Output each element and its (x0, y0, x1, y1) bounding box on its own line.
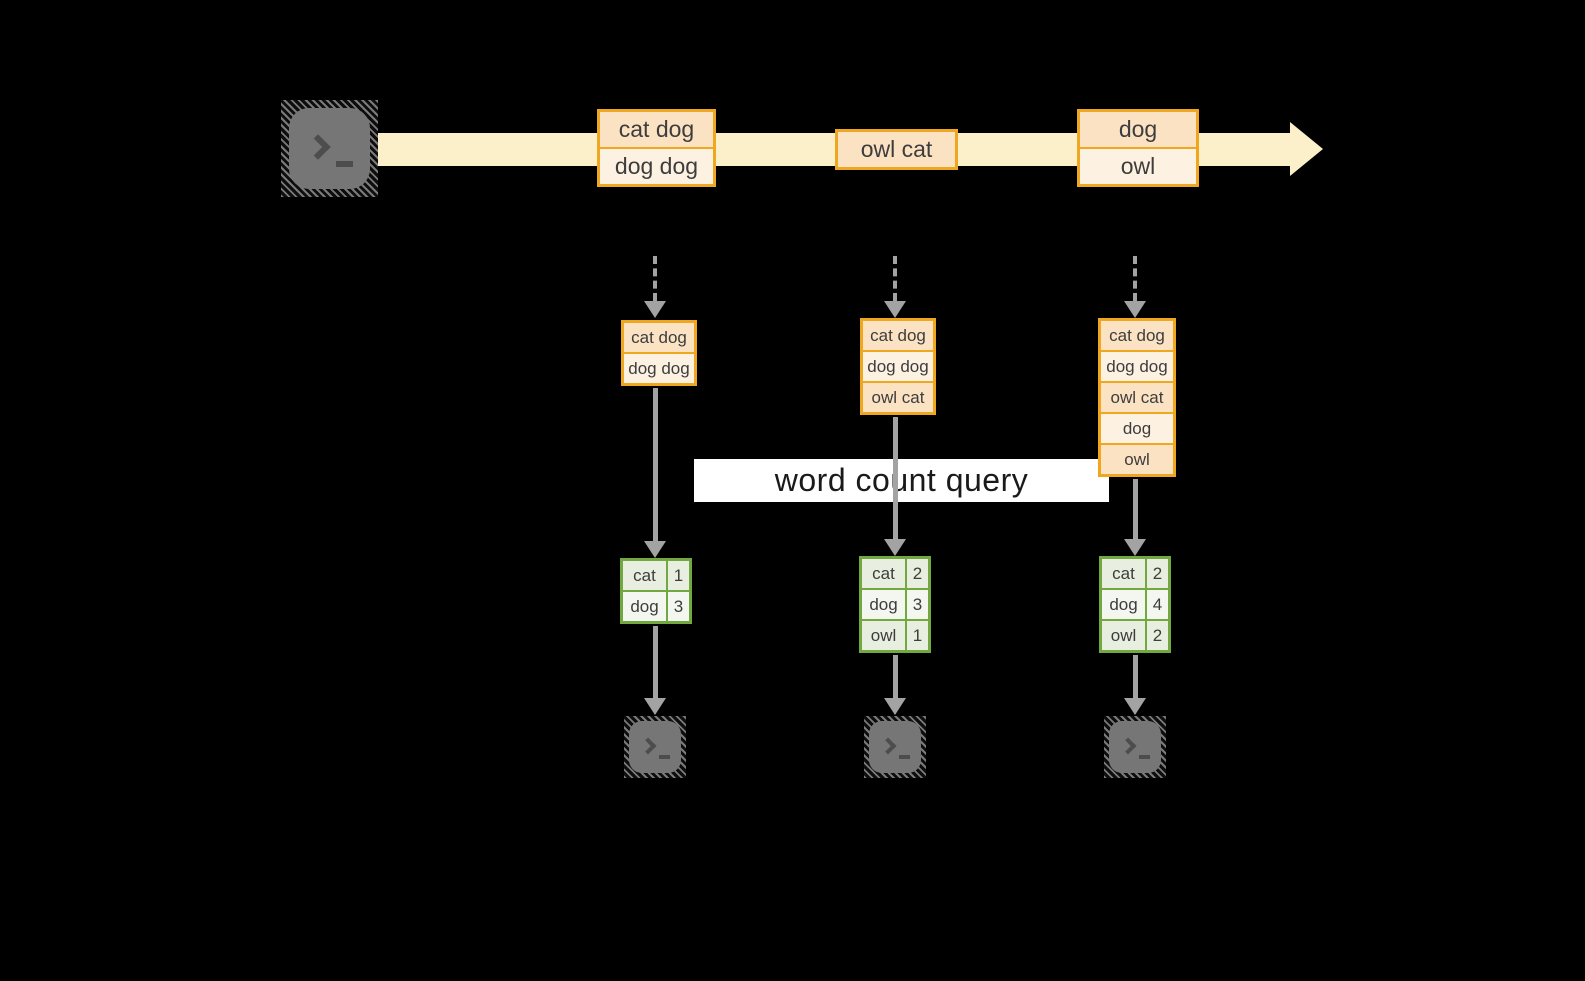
arrowhead-icon (884, 539, 906, 556)
arrowhead-icon (1124, 301, 1146, 318)
word-cell: dog (1102, 590, 1145, 619)
arrowhead-icon (1124, 698, 1146, 715)
prompt-underscore-icon (899, 755, 910, 759)
arrow-stem (652, 626, 658, 698)
terminal-body (629, 721, 681, 773)
count-cell: 4 (1147, 590, 1168, 619)
dashed-arrow (884, 256, 906, 318)
stream-record: owl cat (838, 132, 955, 167)
table-row: cat 2 (862, 559, 928, 588)
state-record: dog (1101, 414, 1173, 443)
flow-arrow (1124, 479, 1146, 556)
state-record: cat dog (1101, 321, 1173, 350)
table-row: dog 3 (623, 592, 689, 621)
arrowhead-icon (644, 541, 666, 558)
state-record: owl cat (1101, 383, 1173, 412)
stream-record: cat dog (600, 112, 713, 147)
arrowhead-icon (884, 698, 906, 715)
table-row: dog 3 (862, 590, 928, 619)
dashed-arrow (1124, 256, 1146, 318)
terminal-body (289, 108, 370, 189)
arrow-stem (893, 256, 897, 301)
terminal-body (869, 721, 921, 773)
prompt-chevron-icon (639, 737, 657, 755)
arrow-stem (1132, 479, 1138, 539)
arrow-stem (1132, 655, 1138, 698)
word-cell: dog (862, 590, 905, 619)
terminal-icon (281, 100, 378, 197)
state-record: dog dog (1101, 352, 1173, 381)
count-cell: 1 (668, 561, 689, 590)
count-cell: 1 (907, 621, 928, 650)
arrowhead-icon (644, 698, 666, 715)
word-cell: cat (623, 561, 666, 590)
prompt-underscore-icon (659, 755, 670, 759)
word-cell: owl (1102, 621, 1145, 650)
table-row: owl 1 (862, 621, 928, 650)
arrow-stem (892, 655, 898, 698)
table-row: cat 2 (1102, 559, 1168, 588)
flow-arrow (884, 417, 906, 556)
state-box-2: cat dog dog dog owl cat (860, 318, 936, 415)
prompt-underscore-icon (336, 161, 353, 167)
terminal-icon (1104, 716, 1166, 778)
count-table-1: cat 1 dog 3 (620, 558, 692, 624)
stream-batch-1: cat dog dog dog (597, 109, 716, 187)
prompt-chevron-icon (879, 737, 897, 755)
prompt-chevron-icon (305, 134, 331, 160)
stream-record: owl (1080, 149, 1196, 184)
count-cell: 2 (907, 559, 928, 588)
stream-batch-3: dog owl (1077, 109, 1199, 187)
state-record: owl cat (863, 383, 933, 412)
flow-arrow (644, 626, 666, 715)
count-table-2: cat 2 dog 3 owl 1 (859, 556, 931, 653)
flow-arrow (644, 388, 666, 558)
table-row: owl 2 (1102, 621, 1168, 650)
state-record: cat dog (863, 321, 933, 350)
count-cell: 3 (907, 590, 928, 619)
state-record: cat dog (624, 323, 694, 352)
arrowhead-icon (884, 301, 906, 318)
arrow-stem (652, 388, 658, 541)
count-table-3: cat 2 dog 4 owl 2 (1099, 556, 1171, 653)
word-cell: dog (623, 592, 666, 621)
arrowhead-icon (644, 301, 666, 318)
flow-arrow (884, 655, 906, 715)
state-box-1: cat dog dog dog (621, 320, 697, 386)
arrow-stem (892, 417, 898, 539)
word-cell: cat (862, 559, 905, 588)
word-cell: cat (1102, 559, 1145, 588)
count-cell: 2 (1147, 559, 1168, 588)
prompt-chevron-icon (1119, 737, 1137, 755)
table-row: cat 1 (623, 561, 689, 590)
terminal-body (1109, 721, 1161, 773)
arrowhead-icon (1124, 539, 1146, 556)
state-record: dog dog (624, 354, 694, 383)
terminal-icon (624, 716, 686, 778)
state-box-3: cat dog dog dog owl cat dog owl (1098, 318, 1176, 477)
stream-record: dog (1080, 112, 1196, 147)
terminal-icon (864, 716, 926, 778)
state-record: owl (1101, 445, 1173, 474)
dashed-arrow (644, 256, 666, 318)
count-cell: 3 (668, 592, 689, 621)
stream-batch-2: owl cat (835, 129, 958, 170)
state-record: dog dog (863, 352, 933, 381)
stream-arrowhead-icon (1290, 122, 1323, 176)
arrow-stem (1133, 256, 1137, 301)
prompt-underscore-icon (1139, 755, 1150, 759)
table-row: dog 4 (1102, 590, 1168, 619)
flow-arrow (1124, 655, 1146, 715)
arrow-stem (653, 256, 657, 301)
count-cell: 2 (1147, 621, 1168, 650)
word-cell: owl (862, 621, 905, 650)
stream-record: dog dog (600, 149, 713, 184)
query-label: word count query (694, 459, 1109, 502)
